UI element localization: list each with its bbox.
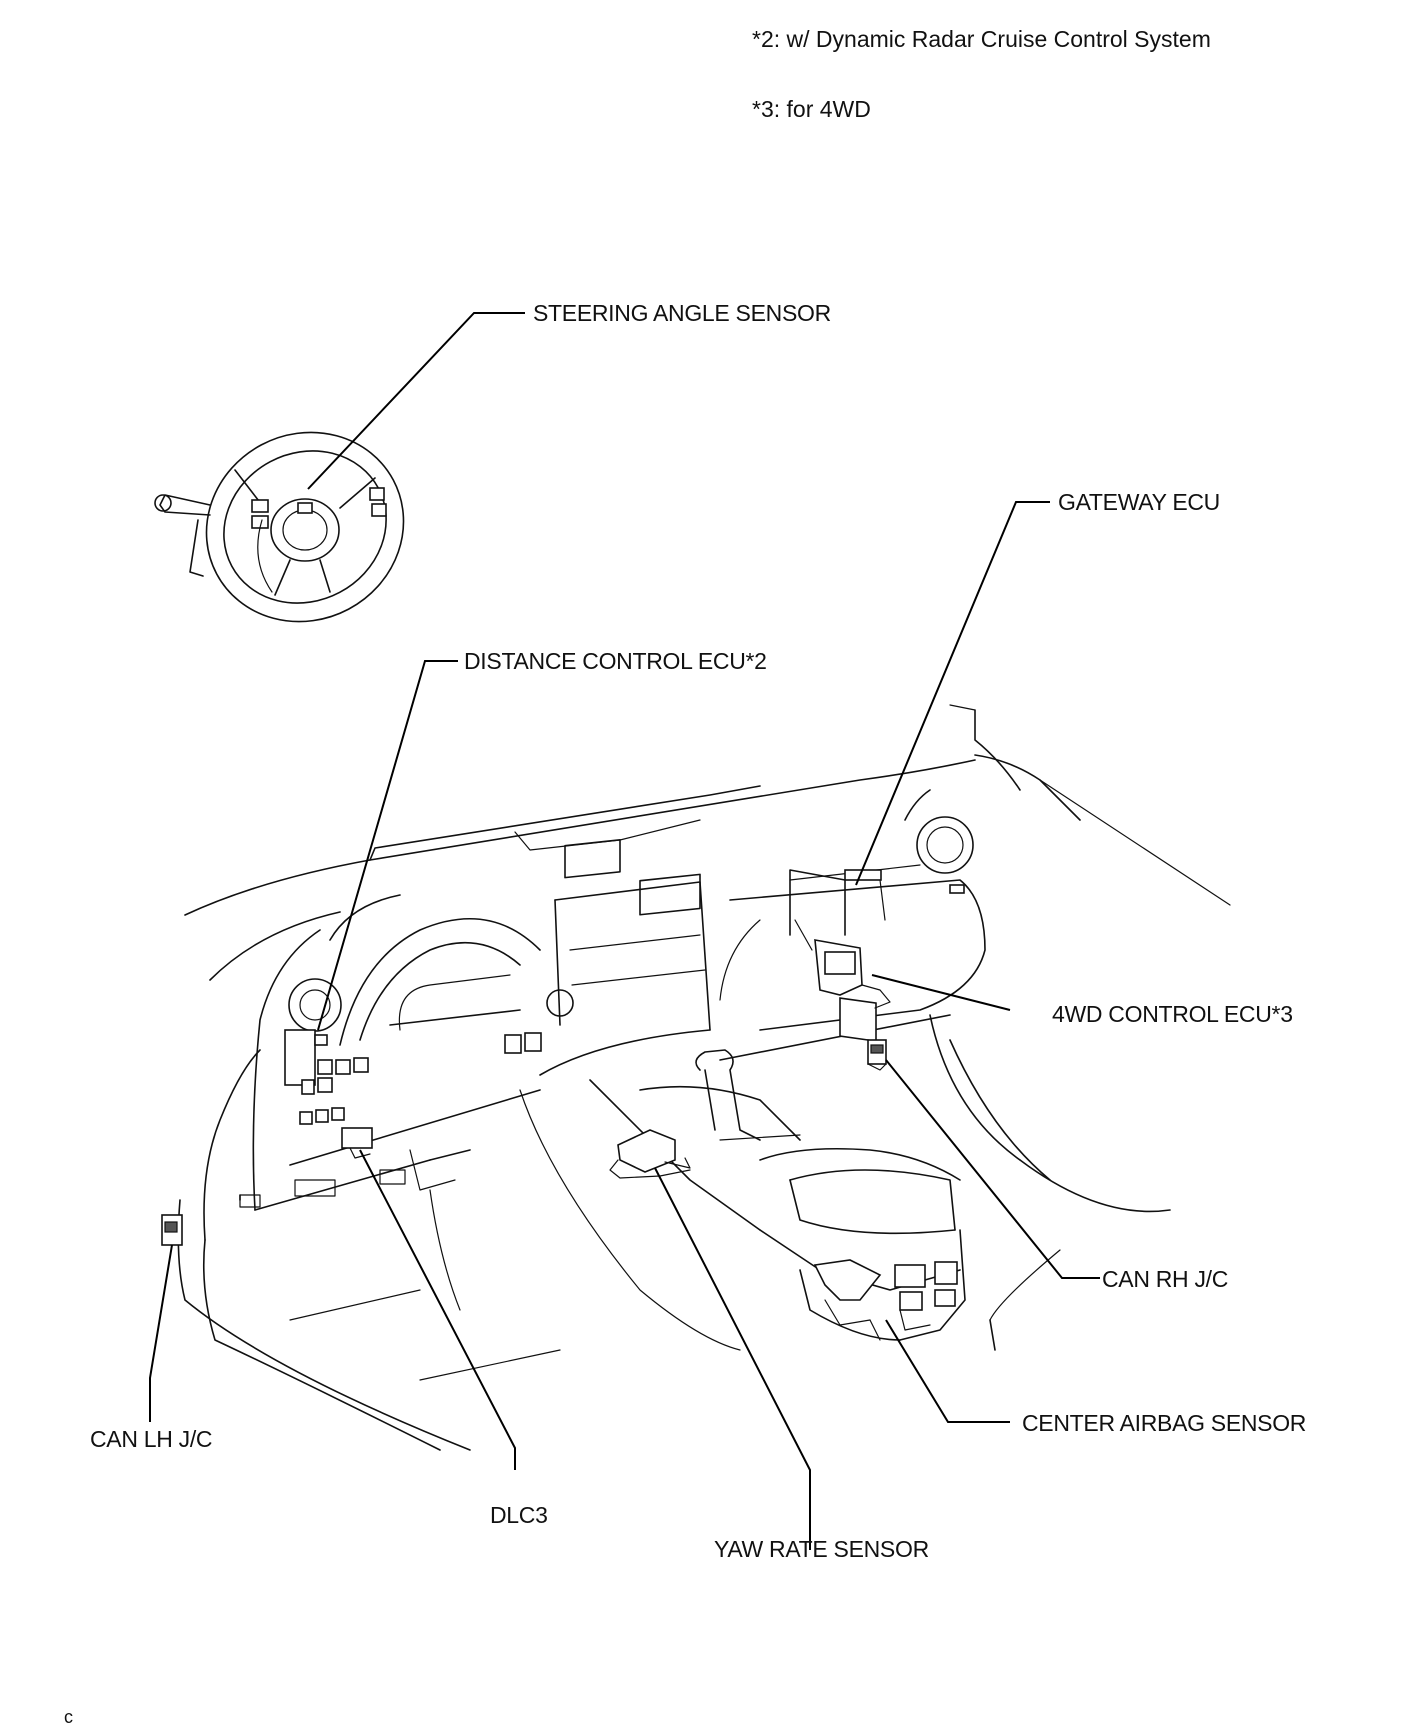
page-mark: c [64,1707,73,1727]
steering-wheel-drawing [154,431,405,623]
label-center-airbag-sensor: CENTER AIRBAG SENSOR [1022,1410,1307,1436]
label-gateway-ecu: GATEWAY ECU [1058,489,1220,515]
label-distance-control-ecu: DISTANCE CONTROL ECU*2 [464,648,767,674]
note-4wd: *3: for 4WD [752,96,871,122]
leader-lines [149,312,1100,1550]
label-yaw-rate-sensor: YAW RATE SENSOR [714,1536,929,1562]
dashboard-drawing [161,704,1231,1451]
label-can-lh-jc: CAN LH J/C [90,1426,213,1452]
label-steering-angle-sensor: STEERING ANGLE SENSOR [533,300,831,326]
label-can-rh-jc: CAN RH J/C [1102,1266,1229,1292]
note-dynamic-radar: *2: w/ Dynamic Radar Cruise Control Syst… [752,26,1211,52]
label-4wd-control-ecu: 4WD CONTROL ECU*3 [1052,1001,1293,1027]
label-dlc3: DLC3 [490,1502,548,1528]
